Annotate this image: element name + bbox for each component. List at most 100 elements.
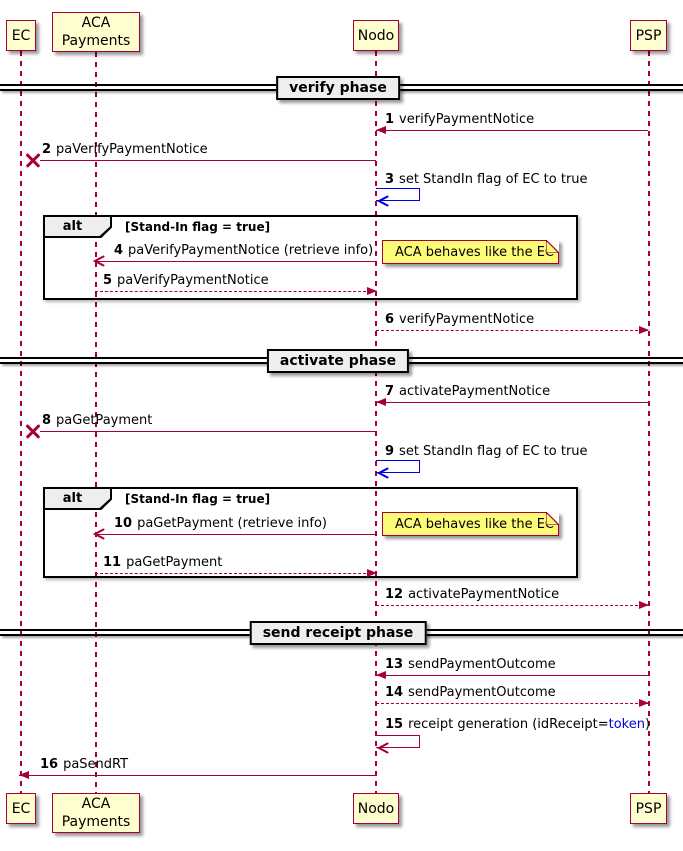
message-number: 4 [114,243,124,258]
arrowhead-left-icon [376,126,386,134]
note-aca-behaves-2: ACA behaves like the EC [382,512,559,536]
message-label-1: 1 verifyPaymentNotice [385,112,534,128]
participant-bottom-psp: PSP [630,793,667,824]
message-number: 5 [103,273,113,288]
message-label-6: 6 verifyPaymentNotice [385,312,534,328]
message-text: paVerifyPaymentNotice [117,273,269,288]
note-text: ACA behaves like the EC [395,244,554,260]
note-fold-icon [546,240,559,253]
message-text: paSendRT [63,757,129,772]
message-label-9: 9 set StandIn flag of EC to true [385,444,588,460]
alt-condition-label: [Stand-In flag = true] [125,492,271,506]
message-line-11 [95,573,376,574]
message-number: 1 [385,112,395,127]
lifeline-psp [648,51,650,793]
arrowhead-left-icon [377,742,389,754]
message-number: 12 [385,587,404,602]
message-number: 9 [385,444,395,459]
message-line-6 [376,330,648,331]
arrowhead-right-icon [639,601,649,609]
arrowhead-left-icon [377,195,389,207]
self-message-loop [376,735,420,748]
participant-bottom-aca: ACA Payments [52,793,140,833]
message-text: sendPaymentOutcome [408,685,556,700]
message-text: set StandIn flag of EC to true [399,444,588,459]
participant-bottom-ec: EC [6,793,36,824]
message-text: verifyPaymentNotice [399,112,535,127]
token-text: token [608,717,645,732]
divider-label-verify-phase: verify phase [276,76,400,100]
message-line-13 [376,675,648,676]
message-label-4: 4 paVerifyPaymentNotice (retrieve info) [114,243,373,259]
alt-condition-label: [Stand-In flag = true] [125,220,271,234]
note-fold-icon [546,512,559,525]
message-text: paVerifyPaymentNotice (retrieve info) [128,243,374,258]
message-text: set StandIn flag of EC to true [399,172,588,187]
self-message-loop [376,188,420,201]
message-line-1 [376,130,648,131]
message-number: 15 [385,717,404,732]
arrowhead-left-icon [376,671,386,679]
message-text: paGetPayment (retrieve info) [137,516,327,531]
message-text: activatePaymentNotice [399,384,551,399]
message-label-16: 16 paSendRT [40,757,128,773]
alt-frame-header: alt [45,489,112,510]
message-line-4 [95,261,376,262]
message-number: 16 [40,757,59,772]
message-line-8 [40,431,376,432]
note-aca-behaves-1: ACA behaves like the EC [382,240,559,264]
participant-top-ec: EC [6,20,36,51]
participant-top-aca: ACA Payments [52,12,140,52]
message-text: receipt generation (idReceipt= [408,717,609,732]
message-number: 14 [385,685,404,700]
participant-bottom-nodo: Nodo [353,793,399,824]
lifeline-nodo [375,51,377,793]
message-text: paGetPayment [126,555,223,570]
arrowhead-left-icon [376,398,386,406]
message-label-12: 12 activatePaymentNotice [385,587,559,603]
message-label-10: 10 paGetPayment (retrieve info) [114,516,327,532]
arrowhead-right-icon [367,569,377,577]
message-line-2 [40,160,376,161]
message-text: verifyPaymentNotice [399,312,535,327]
alt-operator-label: alt [45,489,110,508]
message-number: 3 [385,172,395,187]
arrowhead-left-icon [377,467,389,479]
lifeline-ec [20,51,22,793]
message-line-5 [95,291,376,292]
arrowhead-right-icon [367,287,377,295]
lost-message-x-icon [25,153,41,168]
message-number: 11 [103,555,122,570]
alt-frame-header: alt [45,217,112,238]
participant-top-nodo: Nodo [353,20,399,51]
message-text: ) [644,717,651,732]
message-label-3: 3 set StandIn flag of EC to true [385,172,588,188]
arrowhead-left-icon [19,771,29,779]
message-label-7: 7 activatePaymentNotice [385,384,550,400]
divider-label-activate-phase: activate phase [266,349,410,373]
alt-frame-verify: alt [Stand-In flag = true] [43,215,578,300]
message-number: 2 [42,142,52,157]
alt-frame-activate: alt [Stand-In flag = true] [43,487,578,578]
message-number: 8 [42,413,52,428]
message-number: 6 [385,312,395,327]
message-label-5: 5 paVerifyPaymentNotice [103,273,269,289]
message-line-16 [19,775,376,776]
lifeline-aca [95,52,97,793]
message-number: 10 [114,516,133,531]
arrowhead-left-icon [93,528,105,540]
message-line-7 [376,402,648,403]
self-message-loop [376,460,420,473]
message-number: 7 [385,384,395,399]
message-text: activatePaymentNotice [408,587,560,602]
message-line-14 [376,703,648,704]
arrowhead-right-icon [639,699,649,707]
message-label-15: 15 receipt generation (idReceipt=token) [385,717,650,733]
message-label-11: 11 paGetPayment [103,555,222,571]
arrowhead-left-icon [93,255,105,267]
note-text: ACA behaves like the EC [395,516,554,532]
